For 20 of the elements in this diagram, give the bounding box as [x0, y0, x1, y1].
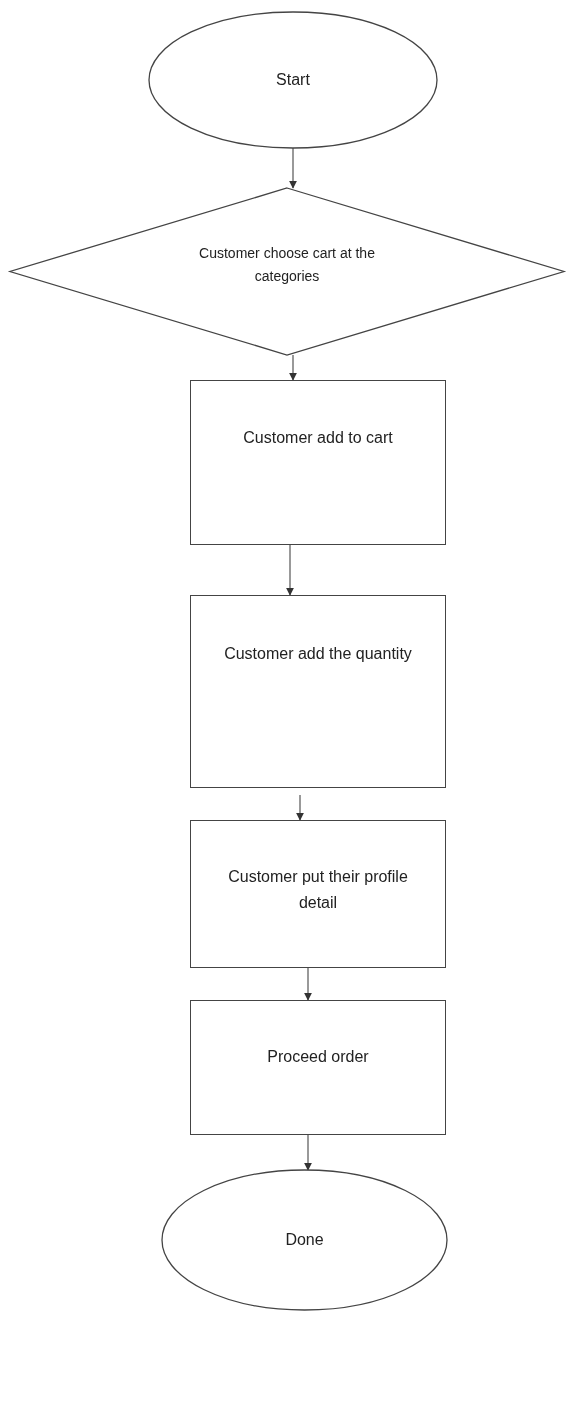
- node-label: Customer add the quantity: [224, 643, 412, 664]
- terminal-ellipse: [162, 1170, 447, 1310]
- terminal-ellipse: [149, 12, 437, 148]
- node-label: Customer add to cart: [243, 427, 393, 448]
- node-label: Customer put their profile detail: [227, 867, 409, 913]
- process-box: [190, 820, 446, 968]
- arrow: [286, 544, 294, 596]
- process-box: [190, 1000, 446, 1135]
- arrow: [304, 1134, 312, 1171]
- arrow: [289, 147, 297, 189]
- node-label: Customer choose cart at the categories: [198, 244, 376, 286]
- node-label: Proceed order: [267, 1046, 369, 1067]
- arrow: [289, 354, 297, 381]
- arrow: [304, 967, 312, 1001]
- process-box: [190, 595, 446, 788]
- decision-diamond: [10, 188, 564, 355]
- process-box: [190, 380, 446, 545]
- node-label: Done: [285, 1230, 324, 1251]
- arrow: [296, 794, 304, 821]
- node-label: Start: [276, 70, 310, 91]
